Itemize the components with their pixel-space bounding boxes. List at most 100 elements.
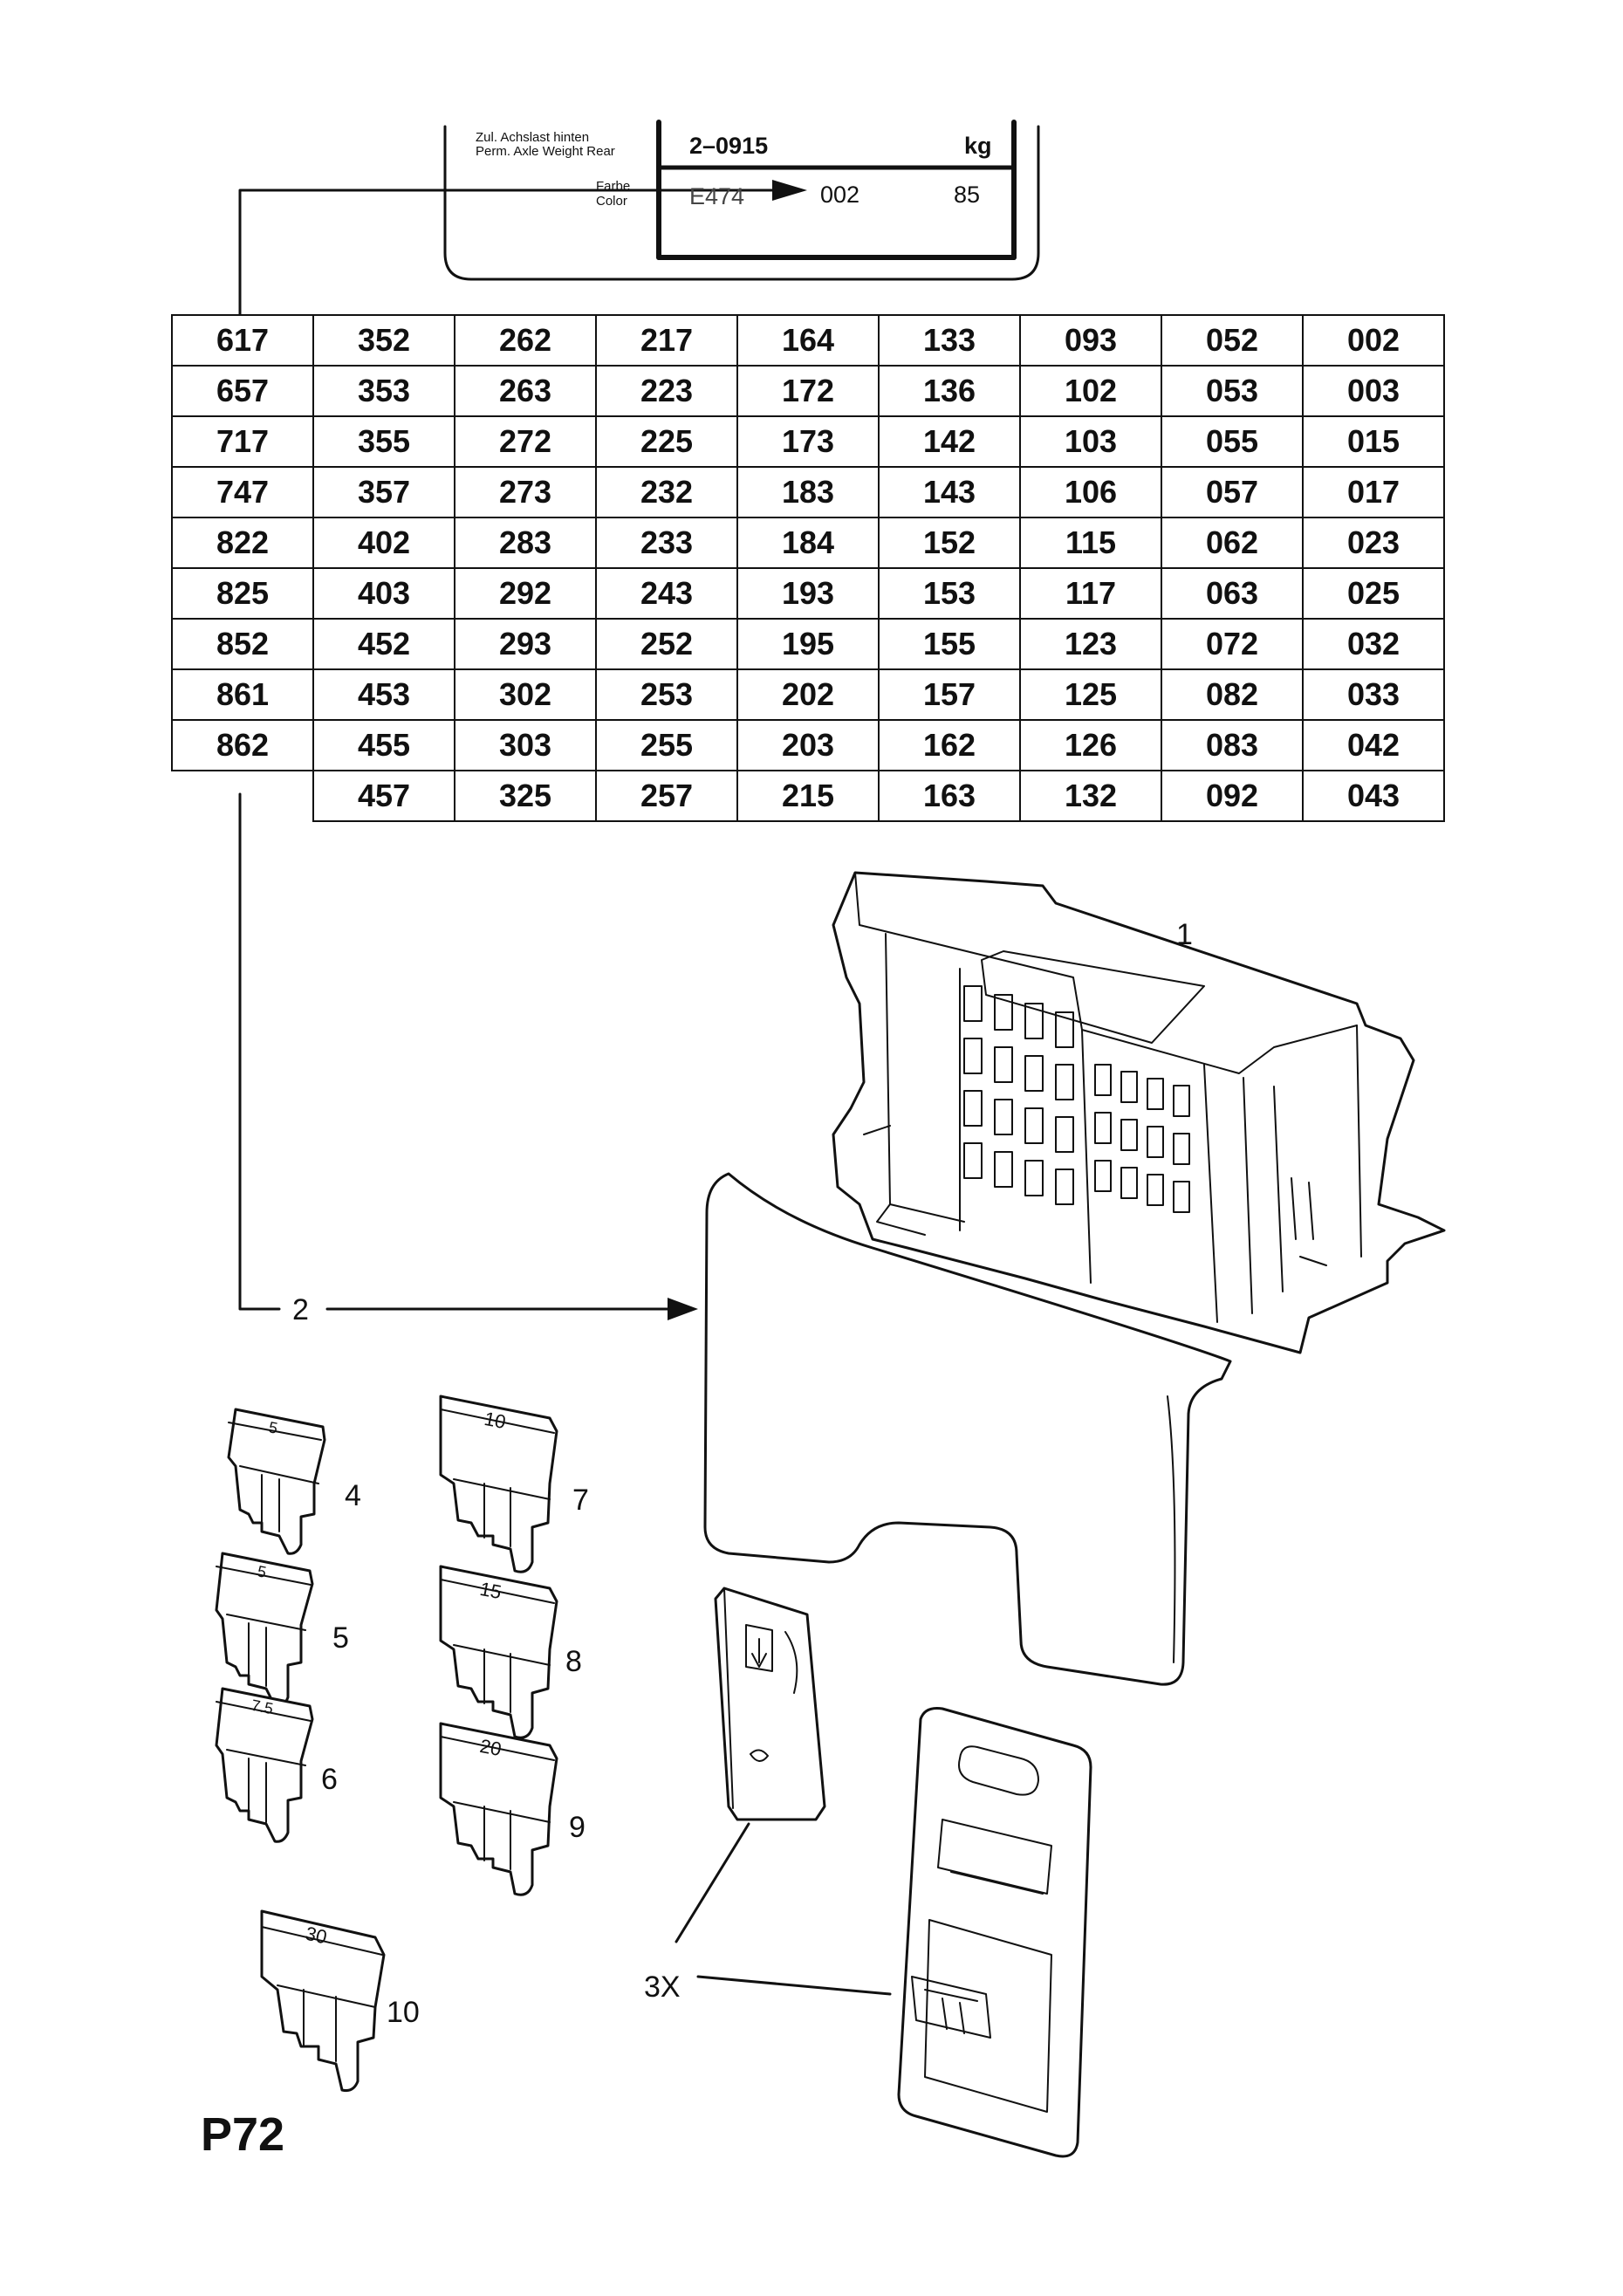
plate-weight-code: 2–0915 (689, 133, 768, 160)
code-table-cell: 293 (454, 618, 597, 670)
code-table-cell: 262 (454, 314, 597, 367)
code-table-cell: 452 (312, 618, 455, 670)
code-table-cell: 273 (454, 466, 597, 518)
code-table-cell: 255 (595, 719, 738, 771)
plate-outline (443, 125, 1040, 281)
code-table-cell (172, 771, 313, 821)
code-table-cell: 272 (454, 415, 597, 468)
code-table-cell: 164 (736, 314, 880, 367)
callout-7: 7 (572, 1484, 589, 1517)
plate-code-value-2: 85 (954, 182, 981, 208)
code-table-cell: 253 (595, 668, 738, 721)
code-table-cell: 747 (171, 466, 314, 518)
code-table-cell: 852 (171, 618, 314, 670)
code-table-cell: 243 (595, 567, 738, 620)
plate-color-label-en: Color (596, 194, 627, 209)
code-table-cell: 862 (171, 719, 314, 771)
code-table-cell: 822 (171, 517, 314, 569)
fuse-4-drawing (227, 1408, 326, 1555)
code-table-cell: 153 (878, 567, 1021, 620)
code-table-cell: 717 (171, 415, 314, 468)
code-table-cell: 053 (1161, 365, 1304, 417)
plate-code-value: 002 (820, 182, 860, 208)
code-table-cell: 292 (454, 567, 597, 620)
code-table-cell: 357 (312, 466, 455, 518)
code-table-cell: 617 (171, 314, 314, 367)
code-table-cell: 223 (595, 365, 738, 417)
code-table-cell: 215 (736, 770, 880, 822)
code-table-cell: 042 (1302, 719, 1445, 771)
code-table-cell: 303 (454, 719, 597, 771)
code-table-cell: 032 (1302, 618, 1445, 670)
code-table-cell: 055 (1161, 415, 1304, 468)
code-table-cell: 143 (878, 466, 1021, 518)
code-table-cell: 092 (1161, 770, 1304, 822)
code-table-cell: 302 (454, 668, 597, 721)
code-table-cell: 173 (736, 415, 880, 468)
code-table-cell: 283 (454, 517, 597, 569)
fuse-puller-pack-drawing (897, 1707, 1092, 2158)
callout-1: 1 (1176, 918, 1193, 951)
code-table-cell: 157 (878, 668, 1021, 721)
code-table-cell: 453 (312, 668, 455, 721)
code-table-cell: 023 (1302, 517, 1445, 569)
code-table-cell: 142 (878, 415, 1021, 468)
code-table-cell: 233 (595, 517, 738, 569)
leader-part-2 (238, 792, 281, 1311)
fuse-puller-drawing (714, 1587, 826, 1821)
code-table-cell: 052 (1161, 314, 1304, 367)
code-table-cell: 162 (878, 719, 1021, 771)
code-table-cell: 202 (736, 668, 880, 721)
code-table-cell: 455 (312, 719, 455, 771)
plate-weight-code-value: 2–0915 (689, 133, 769, 159)
code-table-cell: 063 (1161, 567, 1304, 620)
code-table-cell: 057 (1161, 466, 1304, 518)
fuse-9-rating: 20 (477, 1734, 503, 1761)
callout-5: 5 (332, 1621, 349, 1655)
leader-part-3-puller (675, 1822, 750, 1943)
callout-10: 10 (387, 1996, 420, 2029)
code-table-cell: 257 (595, 770, 738, 822)
page-label: P72 (201, 2108, 285, 2161)
code-table-cell: 825 (171, 567, 314, 620)
cover-plate-drawing (703, 1172, 1232, 1686)
plate-weight-unit: kg (964, 133, 992, 159)
callout-4: 4 (345, 1479, 361, 1512)
code-table-cell: 325 (454, 770, 597, 822)
cover-plate-inner-edge (1167, 1395, 1176, 1663)
code-table-cell: 203 (736, 719, 880, 771)
code-table-cell: 183 (736, 466, 880, 518)
code-table-cell: 163 (878, 770, 1021, 822)
code-table-cell: 861 (171, 668, 314, 721)
callout-2: 2 (292, 1293, 309, 1326)
code-table-cell: 062 (1161, 517, 1304, 569)
code-table-cell: 093 (1019, 314, 1162, 367)
code-table-cell: 263 (454, 365, 597, 417)
callout-8: 8 (565, 1645, 582, 1678)
leader-part-3-pack (696, 1975, 892, 1996)
plate-color-label-de: Farbe (596, 179, 631, 194)
code-table-cell: 017 (1302, 466, 1445, 518)
code-table-cell: 072 (1161, 618, 1304, 670)
fuse-8-drawing (439, 1565, 558, 1739)
code-table-cell: 352 (312, 314, 455, 367)
arrowhead-plate (772, 180, 807, 201)
plate-color-code: E474 (689, 183, 745, 209)
callout-9: 9 (569, 1811, 586, 1844)
code-table-cell: 353 (312, 365, 455, 417)
code-table-cell: 152 (878, 517, 1021, 569)
code-table-cell: 126 (1019, 719, 1162, 771)
fuse-10-drawing (260, 1909, 386, 2092)
code-table-cell: 195 (736, 618, 880, 670)
code-table-cell: 102 (1019, 365, 1162, 417)
code-table-cell: 125 (1019, 668, 1162, 721)
code-table-cell: 252 (595, 618, 738, 670)
code-table-cell: 232 (595, 466, 738, 518)
